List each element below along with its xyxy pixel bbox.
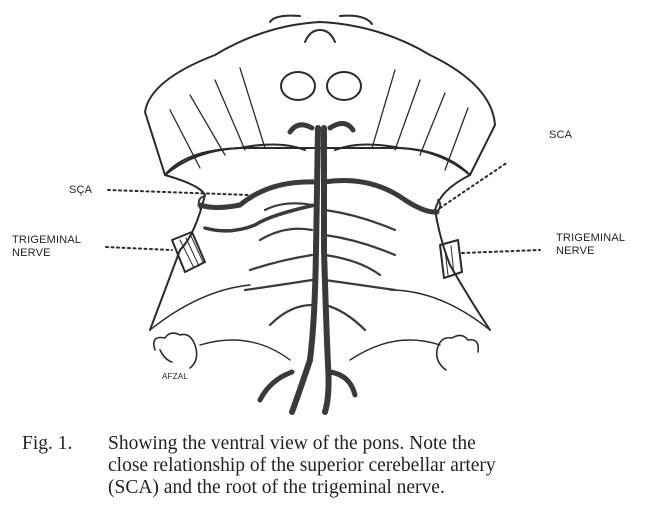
label-sca-right: SCA: [549, 129, 573, 141]
pons-ventral-view-illustration: [105, 14, 541, 415]
label-trigeminal-nerve-left: TRIGEMINAL NERVE: [12, 234, 81, 260]
figure-number: Fig. 1.: [22, 433, 73, 454]
flocculus-right: [435, 334, 480, 371]
caption-line: close relationship of the superior cereb…: [108, 455, 496, 476]
trigeminal-nerve-right: [439, 239, 463, 279]
leader-lines: [105, 161, 541, 254]
caption-text: Showing the ventral view of the pons. No…: [108, 433, 648, 499]
label-trigeminal-nerve-right: TRIGEMINAL NERVE: [556, 232, 625, 258]
label-sca-left: SÇA: [69, 184, 93, 196]
trigeminal-nerve-left: [171, 231, 206, 273]
artist-signature: AFZAL: [162, 372, 188, 381]
basilar-artery: [197, 121, 442, 415]
label-line: TRIGEMINAL: [12, 234, 82, 246]
pons-outline: [149, 143, 491, 361]
caption-line: Showing the ventral view of the pons. No…: [108, 433, 476, 454]
flocculus-left: [152, 332, 198, 369]
label-line: NERVE: [12, 247, 51, 259]
label-line: TRIGEMINAL: [556, 232, 626, 244]
label-line: NERVE: [556, 245, 595, 257]
caption-line: (SCA) and the root of the trigeminal ner…: [108, 477, 445, 498]
